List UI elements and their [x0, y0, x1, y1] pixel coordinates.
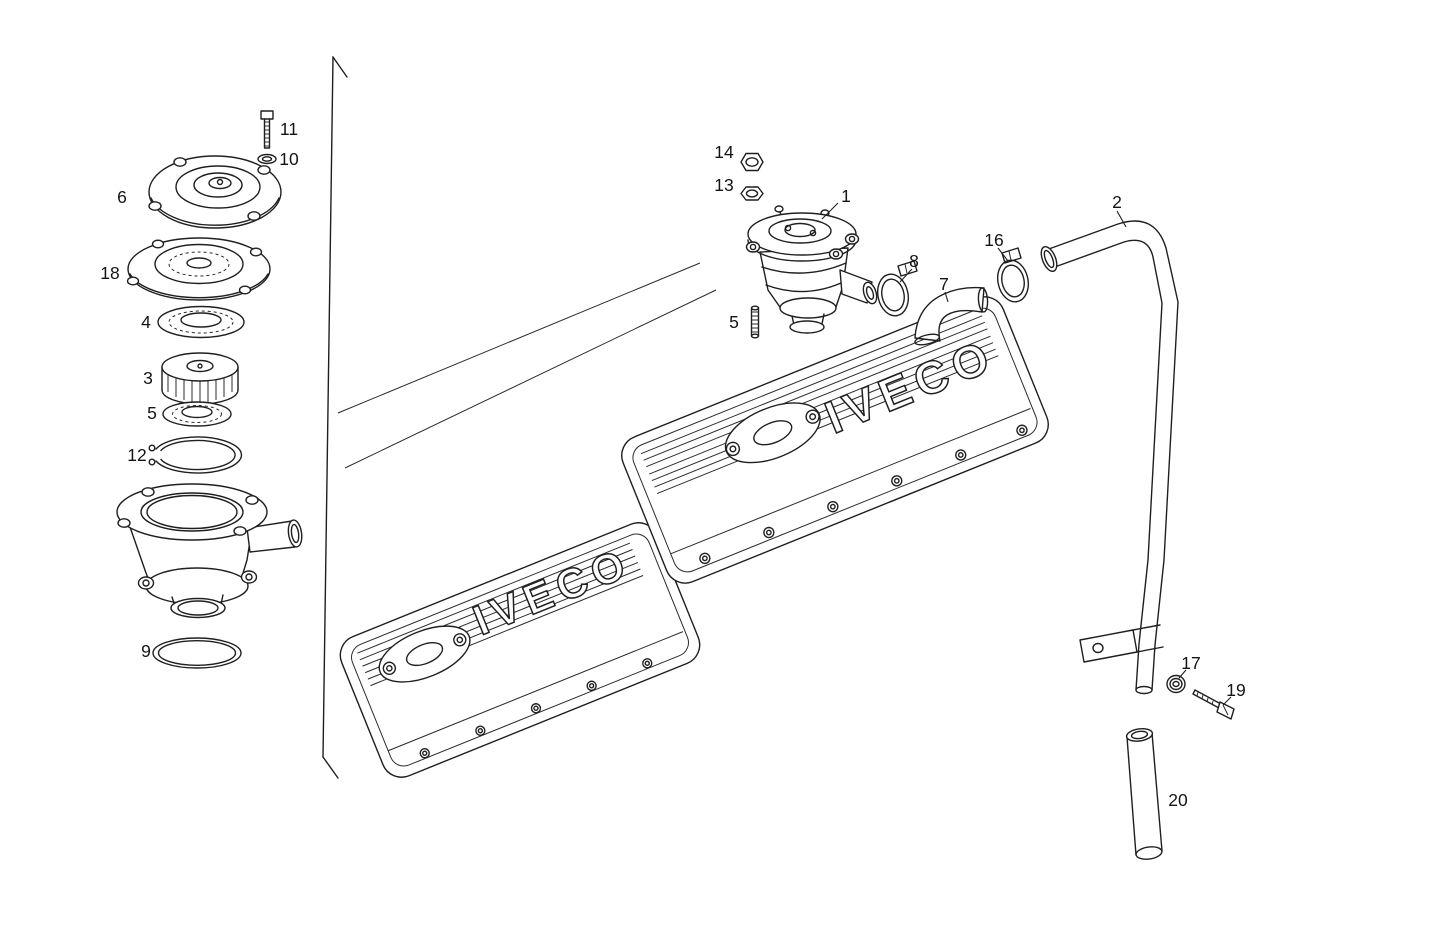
part-callout-7-14: 7	[939, 274, 949, 294]
cover-mount-pad	[378, 625, 471, 683]
washer-10	[257, 153, 277, 165]
part-callout-12-7: 12	[127, 445, 146, 465]
seal-ring-5-left	[162, 401, 232, 427]
part-callout-4-4: 4	[141, 312, 151, 332]
part-callout-19-18: 19	[1226, 680, 1245, 700]
callout-leader-line	[1222, 696, 1232, 706]
explosion-guide-lines	[337, 262, 717, 469]
part-callout-9-8: 9	[141, 641, 151, 661]
frame-lines	[322, 56, 348, 779]
rear-valve-cover: IVECO	[621, 296, 1049, 584]
diaphragm-plate-18	[126, 237, 271, 301]
valve-body	[116, 483, 303, 619]
pipe-bracket	[1079, 624, 1164, 663]
cover-flange-holes	[699, 424, 1028, 565]
part-callout-8-13: 8	[909, 251, 919, 271]
part-callout-1-11: 1	[841, 186, 851, 206]
valve-cover-plate-6	[148, 155, 282, 229]
washer-17	[1166, 674, 1186, 694]
part-callout-20-19: 20	[1168, 790, 1188, 810]
snap-ring-12	[148, 436, 243, 474]
callout-leader-line	[899, 268, 913, 283]
callout-leader-line	[821, 202, 839, 220]
part-callout-13-10: 13	[714, 175, 733, 195]
part-callout-18-3: 18	[100, 263, 119, 283]
valve-cap-ears	[745, 233, 860, 260]
part-callout-2-16: 2	[1112, 192, 1122, 212]
callout-layer: 11 10 6 18 4 3 5 12 9 14 13 1 5 87 16 2 17 19 20	[100, 119, 1245, 810]
part-callout-16-15: 16	[984, 230, 1003, 250]
filter-element-3	[161, 352, 239, 405]
hose-clamp-16	[996, 247, 1030, 303]
part-callout-14-9: 14	[714, 142, 734, 162]
wave-washer-4	[157, 305, 245, 339]
valve-side-port	[839, 269, 878, 305]
nut-13	[740, 186, 764, 201]
part-callout-17-17: 17	[1181, 653, 1200, 673]
front-valve-cover: IVECO	[339, 522, 701, 778]
nut-14	[740, 152, 764, 172]
gasket-9	[152, 637, 242, 669]
cover-flange-holes	[419, 658, 653, 759]
valve-body-side-port	[246, 519, 303, 553]
callout-leader-line	[997, 247, 1009, 262]
hose-20	[1125, 728, 1163, 860]
part-callout-11-0: 11	[280, 119, 298, 139]
part-callout-5-6: 5	[147, 403, 157, 423]
stud-5-right	[750, 305, 760, 339]
breather-valve-1	[745, 205, 878, 334]
part-callout-6-2: 6	[117, 187, 127, 207]
part-callout-10-1: 10	[279, 149, 299, 169]
bolt-11	[260, 110, 274, 149]
callout-leader-line	[1178, 669, 1187, 679]
callout-leader-line	[1116, 210, 1127, 228]
part-callout-5-12: 5	[729, 312, 739, 332]
cover-mount-pad	[724, 402, 821, 464]
elbow-hose-7	[914, 286, 989, 346]
bolt-19	[1192, 689, 1235, 720]
hose-clamp-8	[876, 260, 918, 317]
callout-leader-line	[944, 291, 949, 303]
breather-pipe-2	[1040, 220, 1179, 699]
part-callout-3-5: 3	[143, 368, 153, 388]
